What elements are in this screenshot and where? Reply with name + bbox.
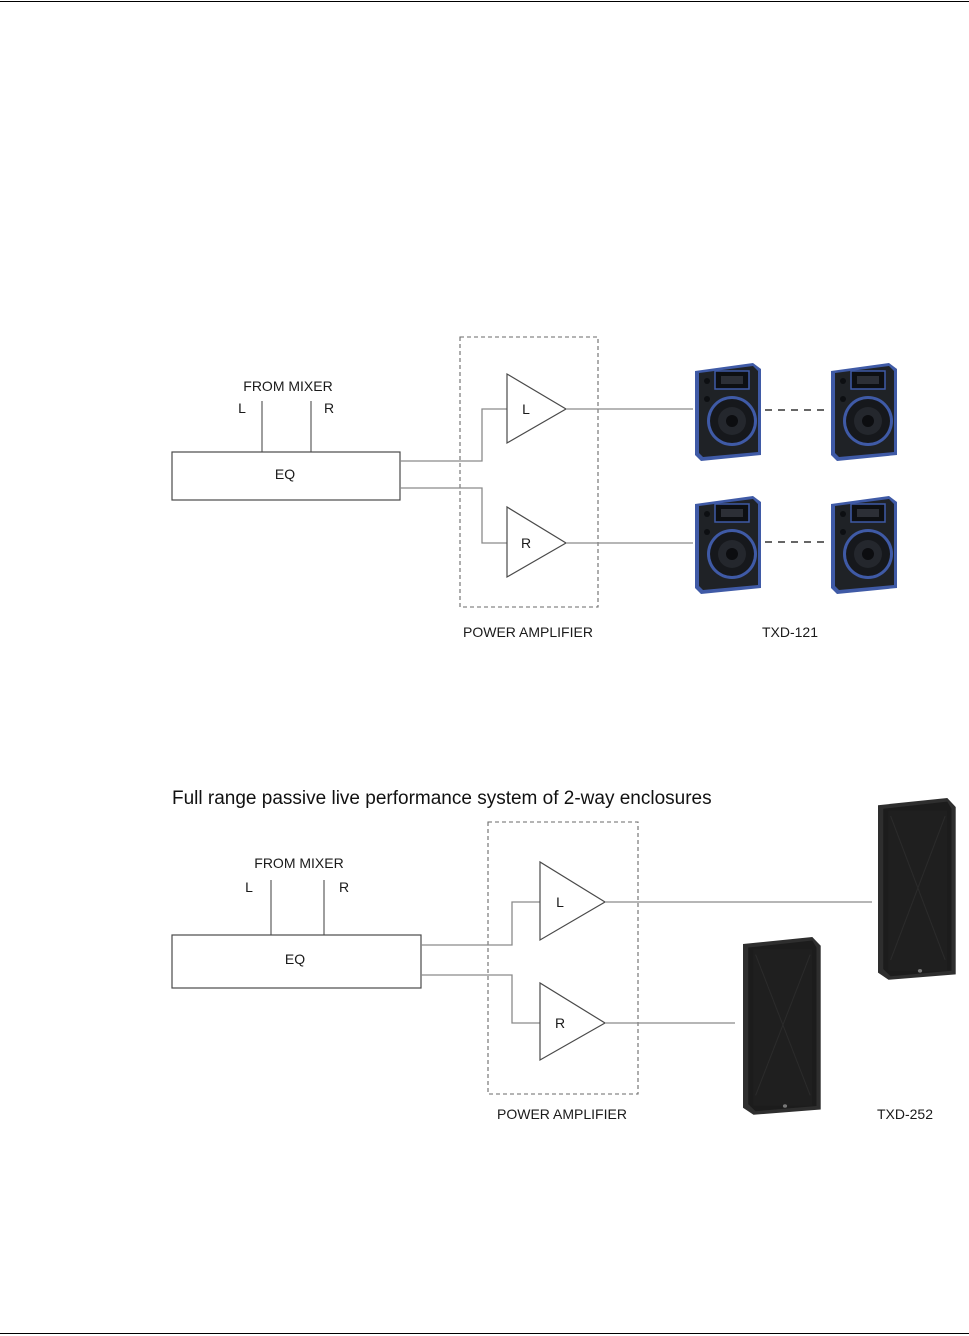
- left-input-label: L: [245, 879, 253, 895]
- speaker-icon: [694, 362, 762, 462]
- eq-label: EQ: [285, 951, 305, 967]
- diagram-1: FROM MIXER L R EQ L R POWER AMPLIFIER TX…: [171, 336, 898, 640]
- eq-to-amp-left-wire: [421, 901, 540, 946]
- eq-to-amp-left-wire: [400, 408, 507, 462]
- amplifier-left-triangle: [539, 860, 607, 942]
- eq-to-amp-right-wire: [400, 487, 507, 544]
- power-amplifier-boundary: [459, 336, 599, 608]
- amp-left-label: L: [522, 401, 530, 417]
- speaker-icon: [830, 495, 898, 595]
- amp-left-label: L: [556, 894, 564, 910]
- tall-speaker-icon: [877, 797, 957, 981]
- amp-right-label: R: [521, 535, 531, 551]
- power-amplifier-caption: POWER AMPLIFIER: [463, 624, 593, 640]
- speaker-model-caption: TXD-252: [877, 1106, 933, 1122]
- amplifier-right-triangle: [506, 505, 568, 579]
- power-amplifier-boundary: [487, 821, 639, 1095]
- speaker-icon: [694, 495, 762, 595]
- tall-speaker-icon: [742, 936, 822, 1116]
- amplifier-left-triangle: [506, 372, 568, 445]
- power-amplifier-caption: POWER AMPLIFIER: [497, 1106, 627, 1122]
- eq-to-amp-right-wire: [421, 974, 540, 1024]
- diagram-title: Full range passive live performance syst…: [172, 788, 712, 809]
- right-input-label: R: [324, 400, 334, 416]
- eq-label: EQ: [275, 466, 295, 482]
- diagram-2: Full range passive live performance syst…: [171, 788, 957, 1122]
- speaker-icon: [830, 362, 898, 462]
- from-mixer-label: FROM MIXER: [243, 378, 332, 394]
- amplifier-right-triangle: [539, 981, 607, 1062]
- eq-box: [171, 934, 422, 989]
- amp-right-label: R: [555, 1015, 565, 1031]
- bottom-rule: [0, 1333, 969, 1334]
- from-mixer-label: FROM MIXER: [254, 855, 343, 871]
- eq-box: [171, 451, 401, 501]
- left-input-label: L: [238, 400, 246, 416]
- speaker-model-caption: TXD-121: [762, 624, 818, 640]
- right-input-label: R: [339, 879, 349, 895]
- top-rule: [0, 1, 969, 2]
